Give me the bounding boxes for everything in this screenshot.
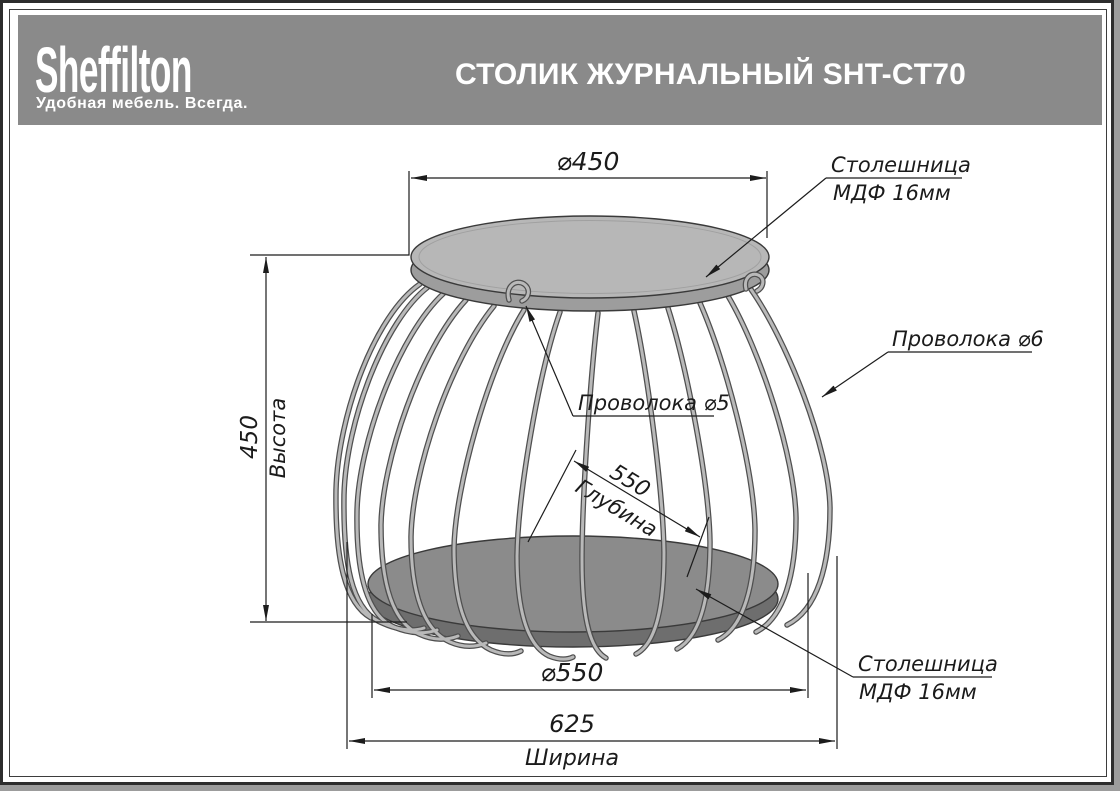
brand-tagline: Удобная мебель. Всегда. — [36, 95, 249, 112]
tabletop — [410, 215, 770, 312]
dim-shelf-diameter: ⌀550 — [371, 573, 809, 698]
callout-shelf-line2: МДФ 16мм — [859, 680, 977, 704]
page-title: СТОЛИК ЖУРНАЛЬНЫЙ SHT-CT70 — [455, 58, 967, 91]
callout-tabletop-top-line1: Столешница — [831, 153, 971, 177]
dim-width-text: 625 — [549, 710, 595, 738]
callout-tabletop-top: Столешница МДФ 16мм — [705, 153, 971, 278]
brand-logo: Sheffilton — [35, 34, 192, 106]
header-bar: Sheffilton Удобная мебель. Всегда. СТОЛИ… — [18, 15, 1102, 125]
callout-wire5-text: Проволока ⌀5 — [578, 391, 730, 415]
dim-shelf-diameter-text: ⌀550 — [541, 658, 604, 687]
dim-width-label: Ширина — [525, 746, 619, 771]
page-frame-inner — [9, 9, 1107, 777]
callout-wire6-text: Проволока ⌀6 — [892, 327, 1044, 351]
callout-shelf-line1: Столешница — [858, 652, 998, 676]
callout-wire6: Проволока ⌀6 — [821, 327, 1044, 398]
callout-wire5: Проволока ⌀5 — [525, 305, 730, 417]
shelf — [367, 535, 779, 648]
dim-height-label: Высота — [266, 398, 290, 478]
dim-width: 625 Ширина — [346, 542, 838, 771]
dim-height: 450 Высота — [237, 257, 407, 623]
dim-top-diameter-text: ⌀450 — [557, 147, 620, 176]
wire-hooks — [505, 271, 766, 304]
dim-top-diameter: ⌀450 — [250, 147, 768, 256]
callout-tabletop-top-line2: МДФ 16мм — [833, 181, 951, 205]
callout-shelf: Столешница МДФ 16мм — [695, 588, 998, 704]
dim-height-text: 450 — [237, 415, 263, 459]
